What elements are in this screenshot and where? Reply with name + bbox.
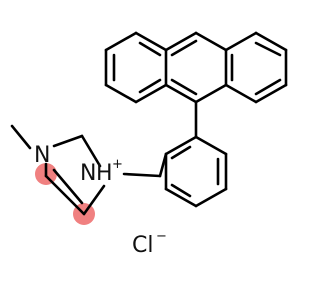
bond-anthryl-ch2 [158, 152, 168, 178]
anthracene-left-ring [104, 31, 168, 104]
atom-label-n1-left: N [80, 161, 96, 186]
counterion-charge: − [156, 229, 167, 244]
bond-ch2-nplus [122, 172, 162, 178]
atom-label-nplus-h: H [96, 161, 113, 186]
anthracene-lower-ring [164, 100, 228, 208]
molecule-canvas: N N H + Cl − [10, 31, 288, 258]
counterion-label: Cl [132, 233, 153, 258]
atom-label-n1: N [34, 143, 50, 168]
charge-label-plus: + [112, 157, 123, 172]
anthracene-middle-ring [164, 31, 228, 104]
anthracene-right-ring [224, 31, 288, 104]
structure-drawing: N N H + Cl − [10, 31, 288, 258]
imidazole-ring [10, 124, 106, 216]
